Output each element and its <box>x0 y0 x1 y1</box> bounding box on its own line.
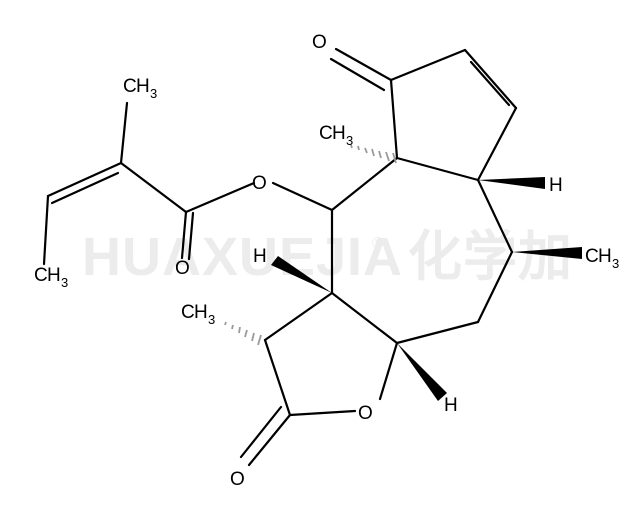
bond <box>119 161 188 214</box>
wedge-bonds <box>271 177 582 401</box>
bond <box>329 57 386 92</box>
bond <box>180 210 188 260</box>
hash-line <box>231 324 234 330</box>
atom-label-hydrogen: H <box>253 246 267 267</box>
bond <box>263 291 334 342</box>
atom-label-hydrogen: H <box>136 76 150 97</box>
bond <box>378 341 399 401</box>
bonds <box>42 47 518 467</box>
atom-label-hydrogen: H <box>444 395 458 416</box>
methyl-label: C H 3 <box>585 246 619 271</box>
hash-line <box>371 148 375 157</box>
atom-label-carbon: C <box>34 265 48 286</box>
hash-line <box>257 334 262 346</box>
bond <box>288 409 357 417</box>
atom-labels: O O O O O H H H C H 3 C H 3 C H 3 C H <box>34 32 619 490</box>
subscript-three: 3 <box>208 312 215 327</box>
bond <box>395 156 480 182</box>
bond <box>334 47 393 82</box>
hash-line <box>251 332 255 342</box>
wedge-bond <box>478 177 545 189</box>
bond <box>239 405 283 459</box>
atom-label-oxygen: O <box>230 469 245 490</box>
bond <box>187 211 195 261</box>
atom-label-carbon: C <box>123 76 137 97</box>
bond <box>184 181 256 214</box>
hash-line <box>364 147 368 154</box>
hash-line <box>385 151 390 162</box>
subscript-three: 3 <box>346 133 353 148</box>
bond <box>469 60 511 107</box>
watermark: HUAXUEJIA ® 化学加 <box>82 227 573 287</box>
methyl-label: C H 3 <box>123 76 157 101</box>
bond <box>46 161 123 198</box>
bond <box>476 250 514 324</box>
hash-line <box>357 145 360 151</box>
atom-label-oxygen: O <box>252 173 267 194</box>
bond <box>476 106 518 182</box>
hash-line <box>244 329 248 338</box>
atom-label-carbon: C <box>181 302 195 323</box>
bond <box>463 48 518 110</box>
hash-line <box>238 326 241 334</box>
watermark-text: HUAXUEJIA <box>82 227 403 287</box>
atom-label-oxygen: O <box>358 403 373 424</box>
methyl-label: C H 3 <box>34 265 68 290</box>
bond <box>330 291 399 345</box>
bond <box>263 338 292 417</box>
hash-line <box>350 144 353 149</box>
bond <box>42 194 50 266</box>
watermark-chinese: 化学加 <box>408 227 573 287</box>
wedge-bond <box>271 256 332 293</box>
bond <box>271 181 334 212</box>
bond <box>119 101 129 165</box>
bond <box>389 78 399 160</box>
watermark-registered: ® <box>372 235 384 252</box>
atom-label-oxygen: O <box>175 258 190 279</box>
subscript-three: 3 <box>61 275 68 290</box>
bond <box>50 171 120 205</box>
atom-label-hydrogen: H <box>194 302 208 323</box>
bond <box>330 156 399 212</box>
methyl-label: C H 3 <box>319 123 353 148</box>
atom-label-hydrogen: H <box>332 123 346 144</box>
atom-label-hydrogen: H <box>549 175 563 196</box>
wedge-bond <box>397 343 447 401</box>
bond <box>247 413 292 467</box>
hash-line <box>392 152 397 164</box>
methyl-label: C H 3 <box>181 302 215 327</box>
hash-line <box>378 150 382 159</box>
atom-label-hydrogen: H <box>47 265 61 286</box>
bond <box>395 320 480 345</box>
subscript-three: 3 <box>150 86 157 101</box>
bond <box>476 178 514 254</box>
wedge-bond <box>512 247 582 259</box>
atom-label-oxygen: O <box>312 32 327 53</box>
atom-label-carbon: C <box>585 246 599 267</box>
hashed-wedge-bonds <box>224 144 397 346</box>
bond <box>389 48 467 82</box>
atom-label-hydrogen: H <box>598 246 612 267</box>
subscript-three: 3 <box>612 256 619 271</box>
atom-label-carbon: C <box>319 123 333 144</box>
hash-line <box>224 321 227 326</box>
